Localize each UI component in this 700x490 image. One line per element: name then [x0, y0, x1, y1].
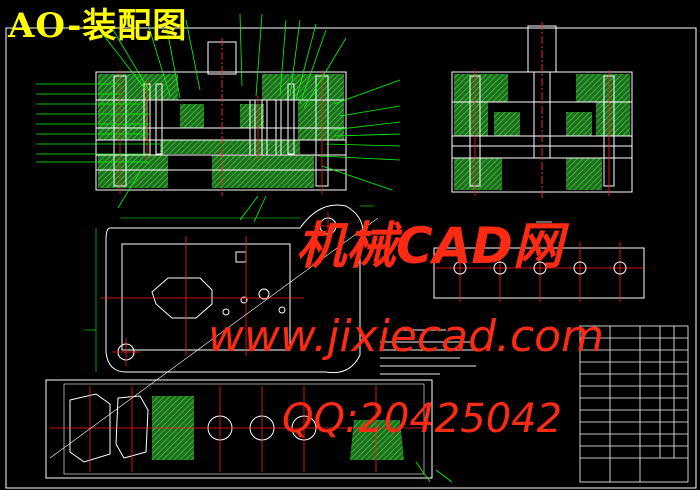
drawing-title: AO-装配图 — [8, 6, 188, 46]
front-section-view — [95, 38, 347, 196]
watermark-qq: QQ:20425042 — [282, 396, 563, 442]
front-view-leaders — [36, 13, 401, 223]
technical-notes-block — [380, 329, 480, 375]
title-block — [579, 325, 689, 483]
watermark-site-name: 机械CAD网 — [296, 217, 563, 275]
watermark-url: www.jixiecad.com — [208, 311, 604, 362]
bottom-part-view — [45, 379, 453, 483]
plan-view-dimensions — [84, 205, 374, 372]
strip-layout-view — [433, 221, 645, 302]
side-section-view — [451, 22, 633, 200]
construction-line — [49, 217, 379, 459]
plan-view-centerlines — [100, 212, 342, 366]
sheet-border — [5, 27, 697, 489]
